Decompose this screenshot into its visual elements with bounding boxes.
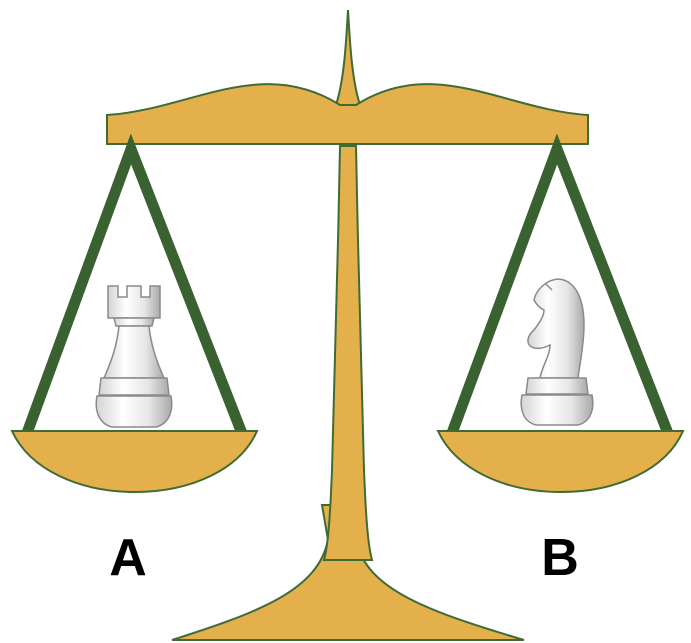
chess-rook-icon: [96, 286, 172, 427]
chess-knight-icon: [521, 279, 593, 425]
left-pan-label: A: [109, 529, 147, 587]
left-pan: [12, 431, 257, 492]
scale-spire: [336, 10, 360, 105]
right-pan-label: B: [541, 529, 579, 587]
scale-column: [324, 146, 372, 560]
right-pan: [438, 431, 683, 492]
